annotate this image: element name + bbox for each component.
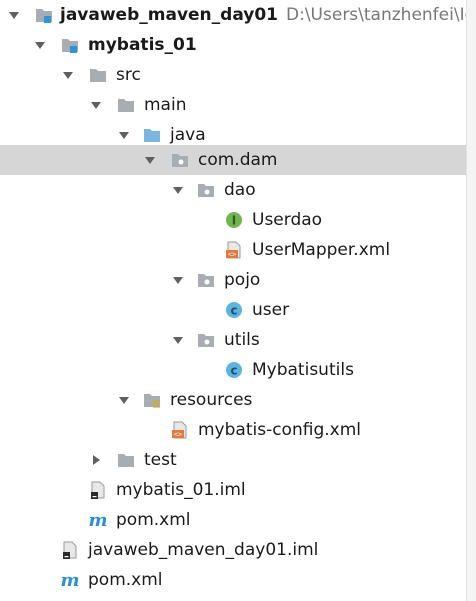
iml-file-icon xyxy=(63,541,77,559)
expand-arrow-icon[interactable] xyxy=(8,9,20,21)
tree-row-resources-folder[interactable]: resources xyxy=(0,385,466,415)
svg-text:c: c xyxy=(230,364,237,378)
tree-row-source-folder[interactable]: java xyxy=(0,120,466,150)
expand-arrow-icon[interactable] xyxy=(118,129,130,141)
class-icon: c xyxy=(226,302,242,318)
tree-label: Userdao xyxy=(252,210,323,230)
vertical-scrollbar[interactable] xyxy=(466,0,476,601)
tree-label: javaweb_maven_day01 D:\Users\tanzhenfei\I… xyxy=(60,0,475,30)
folder-icon xyxy=(90,69,106,82)
tree-row-package-selected[interactable]: com.dam xyxy=(0,145,466,175)
tree-row-package[interactable]: dao xyxy=(0,175,466,205)
tree-label: pom.xml xyxy=(88,570,163,590)
tree-label: mybatis_01.iml xyxy=(116,480,246,500)
folder-icon xyxy=(118,454,134,467)
tree-row-iml-file[interactable]: mybatis_01.iml xyxy=(0,475,466,505)
tree-row-pom-file[interactable]: m pom.xml xyxy=(0,505,466,535)
xml-file-icon: <> xyxy=(226,241,241,259)
package-icon xyxy=(198,184,214,197)
maven-icon: m xyxy=(88,510,107,530)
tree-label: main xyxy=(144,95,187,115)
resources-folder-icon xyxy=(144,394,160,408)
tree-label: resources xyxy=(170,390,253,410)
tree-label: javaweb_maven_day01.iml xyxy=(88,540,319,560)
tree-label: mybatis-config.xml xyxy=(198,420,361,440)
interface-icon: I xyxy=(226,212,242,228)
folder-icon xyxy=(118,99,134,112)
tree-label: java xyxy=(170,125,206,145)
expand-arrow-icon[interactable] xyxy=(90,99,102,111)
tree-label: user xyxy=(252,300,290,320)
tree-row-folder[interactable]: main xyxy=(0,90,466,120)
tree-row-package[interactable]: utils xyxy=(0,325,466,355)
tree-label: UserMapper.xml xyxy=(252,240,391,260)
tree-label: src xyxy=(116,65,141,85)
tree-label: pom.xml xyxy=(116,510,191,530)
tree-label: dao xyxy=(224,180,256,200)
tree-row-class[interactable]: c user xyxy=(0,295,466,325)
tree-row-folder[interactable]: src xyxy=(0,60,466,90)
tree-row-package[interactable]: pojo xyxy=(0,265,466,295)
expand-arrow-icon[interactable] xyxy=(118,394,130,406)
project-path: D:\Users\tanzhenfei\Id xyxy=(286,5,476,25)
tree-row-xml-file[interactable]: <> mybatis-config.xml xyxy=(0,415,466,445)
tree-label: pojo xyxy=(224,270,261,290)
expand-arrow-icon[interactable] xyxy=(34,39,46,51)
tree-row-project-root[interactable]: javaweb_maven_day01 D:\Users\tanzhenfei\I… xyxy=(0,0,475,30)
svg-text:<>: <> xyxy=(174,431,182,439)
svg-text:m: m xyxy=(88,510,107,530)
tree-label: utils xyxy=(224,330,260,350)
tree-row-class[interactable]: c Mybatisutils xyxy=(0,355,466,385)
tree-row-pom-file[interactable]: m pom.xml xyxy=(0,565,466,595)
iml-file-icon xyxy=(91,481,105,499)
project-name: javaweb_maven_day01 xyxy=(60,5,279,25)
tree-label: test xyxy=(144,450,177,470)
svg-text:c: c xyxy=(230,304,237,318)
module-folder-icon xyxy=(62,39,78,53)
class-icon: c xyxy=(226,362,242,378)
package-icon xyxy=(172,154,188,167)
package-icon xyxy=(198,334,214,347)
tree-row-iml-file[interactable]: javaweb_maven_day01.iml xyxy=(0,535,466,565)
tree-row-module[interactable]: mybatis_01 xyxy=(0,30,466,60)
expand-arrow-icon[interactable] xyxy=(172,184,184,196)
source-folder-icon xyxy=(144,129,160,142)
collapsed-arrow-icon[interactable] xyxy=(90,454,102,466)
svg-text:<>: <> xyxy=(228,251,236,259)
tree-label: com.dam xyxy=(198,150,278,170)
xml-file-icon: <> xyxy=(172,421,187,439)
maven-icon: m xyxy=(60,570,79,590)
expand-arrow-icon[interactable] xyxy=(144,154,156,166)
expand-arrow-icon[interactable] xyxy=(172,334,184,346)
tree-row-interface[interactable]: I Userdao xyxy=(0,205,466,235)
tree-row-folder-collapsed[interactable]: test xyxy=(0,445,466,475)
svg-text:m: m xyxy=(60,570,79,590)
svg-text:I: I xyxy=(232,214,236,228)
tree-label: Mybatisutils xyxy=(252,360,354,380)
expand-arrow-icon[interactable] xyxy=(172,274,184,286)
tree-row-xml-file[interactable]: <> UserMapper.xml xyxy=(0,235,466,265)
module-folder-icon xyxy=(36,9,52,23)
package-icon xyxy=(198,274,214,287)
expand-arrow-icon[interactable] xyxy=(62,69,74,81)
tree-label: mybatis_01 xyxy=(88,35,197,55)
